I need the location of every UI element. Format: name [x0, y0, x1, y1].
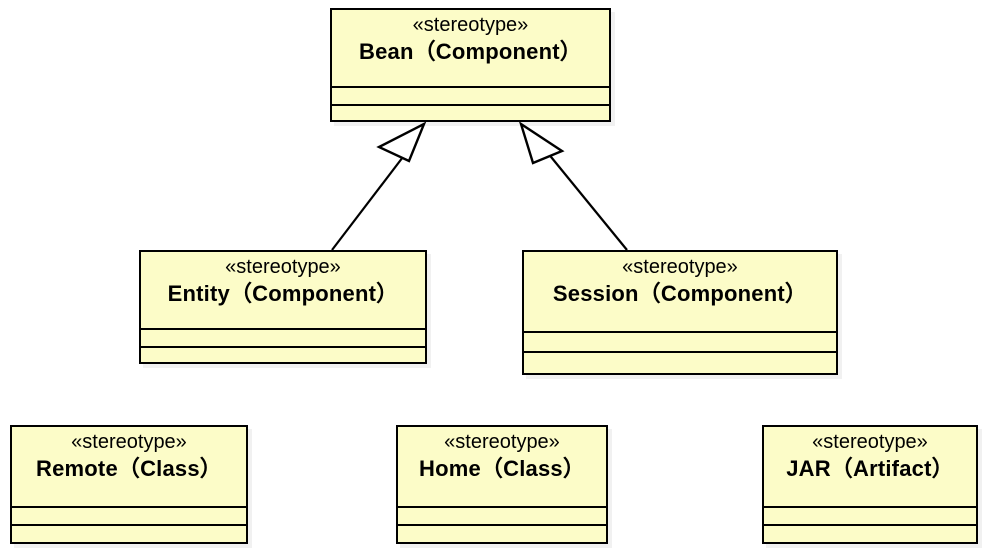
node-attributes-compartment-session: [524, 331, 836, 351]
node-header-jar: «stereotype» JAR（Artifact）: [764, 427, 976, 506]
generalization-arrowhead-session: [518, 121, 565, 165]
node-name-entity: Entity（Component）: [167, 281, 399, 306]
node-name-remote: Remote（Class）: [36, 456, 222, 481]
generalization-line-session: [546, 151, 628, 251]
generalization-line-entity: [331, 152, 407, 251]
node-operations-compartment-jar: [764, 524, 976, 542]
stereotype-label-entity: «stereotype»: [225, 256, 341, 278]
node-attributes-compartment-jar: [764, 506, 976, 524]
node-name-bean: Bean（Component）: [358, 39, 582, 64]
stereotype-label-jar: «stereotype»: [812, 431, 928, 453]
edge-entity-to-bean[interactable]: [331, 121, 427, 251]
node-attributes-compartment-home: [398, 506, 606, 524]
uml-class-node-home[interactable]: «stereotype» Home（Class）: [396, 425, 608, 544]
node-operations-compartment-session: [524, 351, 836, 371]
uml-class-node-entity[interactable]: «stereotype» Entity（Component）: [139, 250, 427, 364]
uml-class-node-bean[interactable]: «stereotype» Bean（Component）: [330, 8, 611, 122]
node-name-jar: JAR（Artifact）: [786, 456, 954, 481]
node-operations-compartment-bean: [332, 104, 609, 122]
node-header-entity: «stereotype» Entity（Component）: [141, 252, 425, 328]
node-header-remote: «stereotype» Remote（Class）: [12, 427, 246, 506]
node-header-home: «stereotype» Home（Class）: [398, 427, 606, 506]
stereotype-label-session: «stereotype»: [622, 256, 738, 278]
generalization-arrowhead-entity: [376, 121, 427, 163]
node-attributes-compartment-remote: [12, 506, 246, 524]
edge-session-to-bean[interactable]: [518, 121, 628, 251]
node-operations-compartment-home: [398, 524, 606, 542]
node-operations-compartment-entity: [141, 346, 425, 364]
uml-class-node-session[interactable]: «stereotype» Session（Component）: [522, 250, 838, 375]
node-attributes-compartment-bean: [332, 86, 609, 104]
node-operations-compartment-remote: [12, 524, 246, 542]
uml-class-node-remote[interactable]: «stereotype» Remote（Class）: [10, 425, 248, 544]
node-name-home: Home（Class）: [418, 456, 586, 481]
stereotype-label-remote: «stereotype»: [71, 431, 187, 453]
node-name-session: Session（Component）: [552, 281, 808, 306]
stereotype-label-bean: «stereotype»: [412, 14, 529, 36]
node-header-session: «stereotype» Session（Component）: [524, 252, 836, 331]
stereotype-label-home: «stereotype»: [444, 431, 560, 453]
uml-class-node-jar[interactable]: «stereotype» JAR（Artifact）: [762, 425, 978, 544]
node-attributes-compartment-entity: [141, 328, 425, 346]
node-header-bean: «stereotype» Bean（Component）: [332, 10, 609, 86]
